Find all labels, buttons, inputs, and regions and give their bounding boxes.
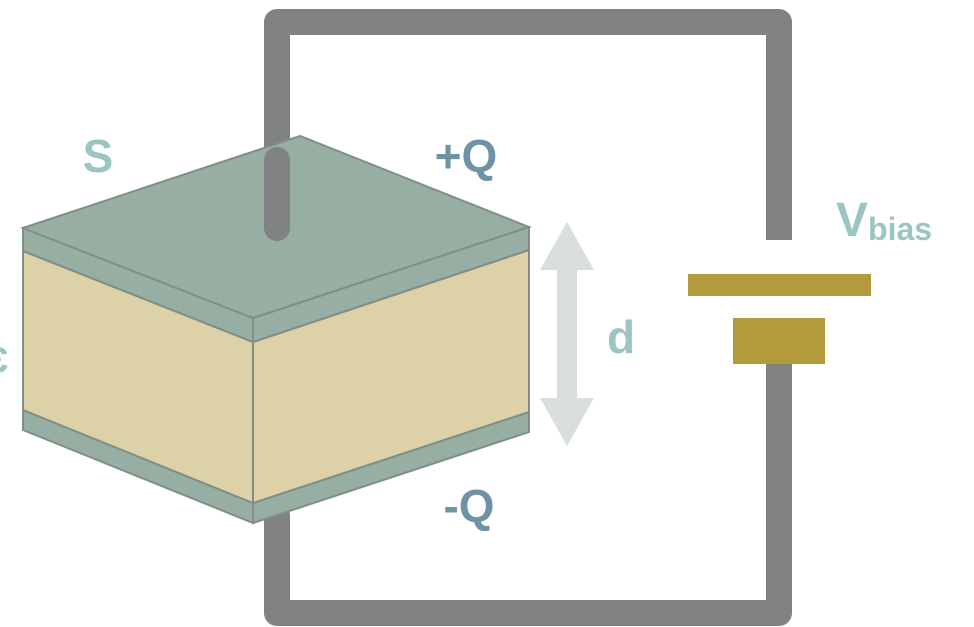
battery-long-plate [688, 274, 871, 296]
voltage-label: Vbias [836, 194, 932, 247]
left-edge-label-fragment: ɛ [0, 330, 9, 382]
charge-top-label: +Q [435, 130, 498, 182]
battery-icon [688, 240, 871, 364]
voltage-label-subscript: bias [868, 211, 932, 247]
voltage-label-main: V [836, 194, 868, 247]
distance-arrow-icon [540, 222, 594, 446]
distance-label: d [607, 311, 635, 363]
battery-short-plate [733, 318, 825, 364]
area-label: S [83, 130, 114, 182]
charge-bottom-label: -Q [443, 480, 494, 532]
